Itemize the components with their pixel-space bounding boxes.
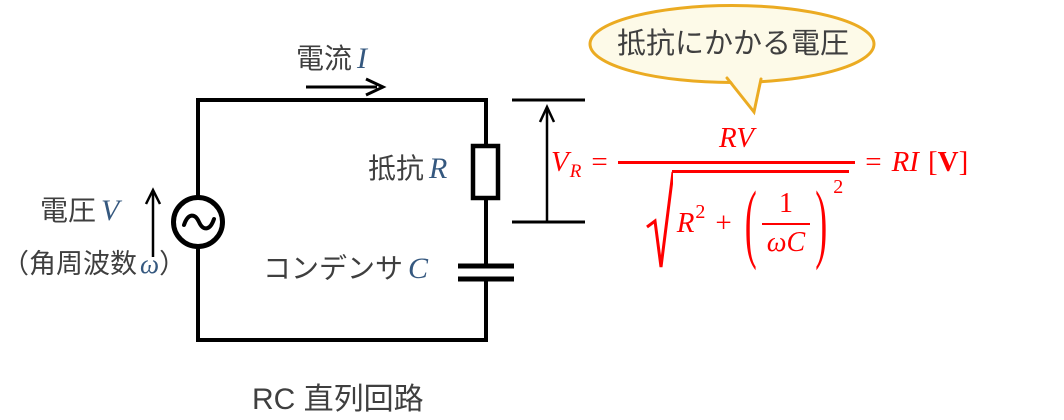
formula-equals-1: =: [591, 146, 608, 178]
speech-bubble-tail-outline: [725, 76, 763, 116]
unit-letter: V: [937, 146, 959, 178]
speech-bubble-tail-fill: [727, 75, 762, 112]
close-paren: ): [815, 173, 828, 272]
inner-fraction: 1 ωC: [761, 187, 811, 260]
voltage-variable: V: [101, 194, 120, 227]
angular-frequency-variable: ω: [140, 249, 160, 279]
voltage-arrow-head-icon: [144, 187, 162, 205]
plus-sign: +: [715, 206, 732, 239]
unit-open-bracket: [: [927, 146, 938, 178]
capacitor-label: コンデンサ C: [263, 252, 429, 285]
formula-numerator: RV: [719, 122, 754, 154]
resistor-label: 抵抗 R: [368, 152, 448, 185]
formula-lhs-var: V: [551, 146, 569, 178]
radicand-R-exponent: 2: [695, 201, 706, 224]
sine-wave-icon: [182, 213, 216, 231]
radicand-R: R: [676, 206, 695, 239]
bubble-label: 抵抗にかかる電圧: [616, 28, 849, 60]
angular-frequency-open: （角周波数: [2, 249, 137, 279]
formula-rhs-var: RI: [891, 146, 919, 178]
angular-frequency-label: （角周波数 ω ）: [2, 249, 187, 280]
voltage-label-jp: 電圧: [40, 195, 97, 226]
resistor-variable: R: [429, 152, 448, 185]
figure-caption: RC 直列回路: [249, 374, 427, 420]
formula-equals-2: =: [865, 146, 882, 178]
resistor-label-jp: 抵抗: [368, 153, 425, 184]
current-variable: I: [357, 42, 368, 75]
voltage-label: 電圧 V: [40, 194, 120, 227]
inner-denominator: ωC: [761, 222, 811, 260]
current-label: 電流 I: [296, 42, 368, 75]
unit-close-bracket: ]: [958, 146, 969, 178]
current-label-jp: 電流: [296, 43, 353, 74]
capacitor-label-jp: コンデンサ: [263, 253, 404, 284]
current-arrow-head-icon: [365, 77, 387, 97]
inner-numerator: 1: [778, 188, 793, 220]
vr-bracket-arrow-head-icon: [538, 104, 556, 123]
outer-exponent: 2: [833, 175, 844, 198]
open-paren: (: [744, 173, 757, 272]
resistor-symbol: [470, 143, 501, 201]
capacitor-variable: C: [408, 252, 429, 285]
formula-lhs-sub: R: [569, 161, 582, 182]
angular-frequency-close: ）: [159, 249, 187, 279]
formula-rhs: = RI [V]: [855, 145, 968, 180]
radical-sign-icon: [646, 170, 673, 270]
formula-unit: [V]: [928, 145, 968, 180]
